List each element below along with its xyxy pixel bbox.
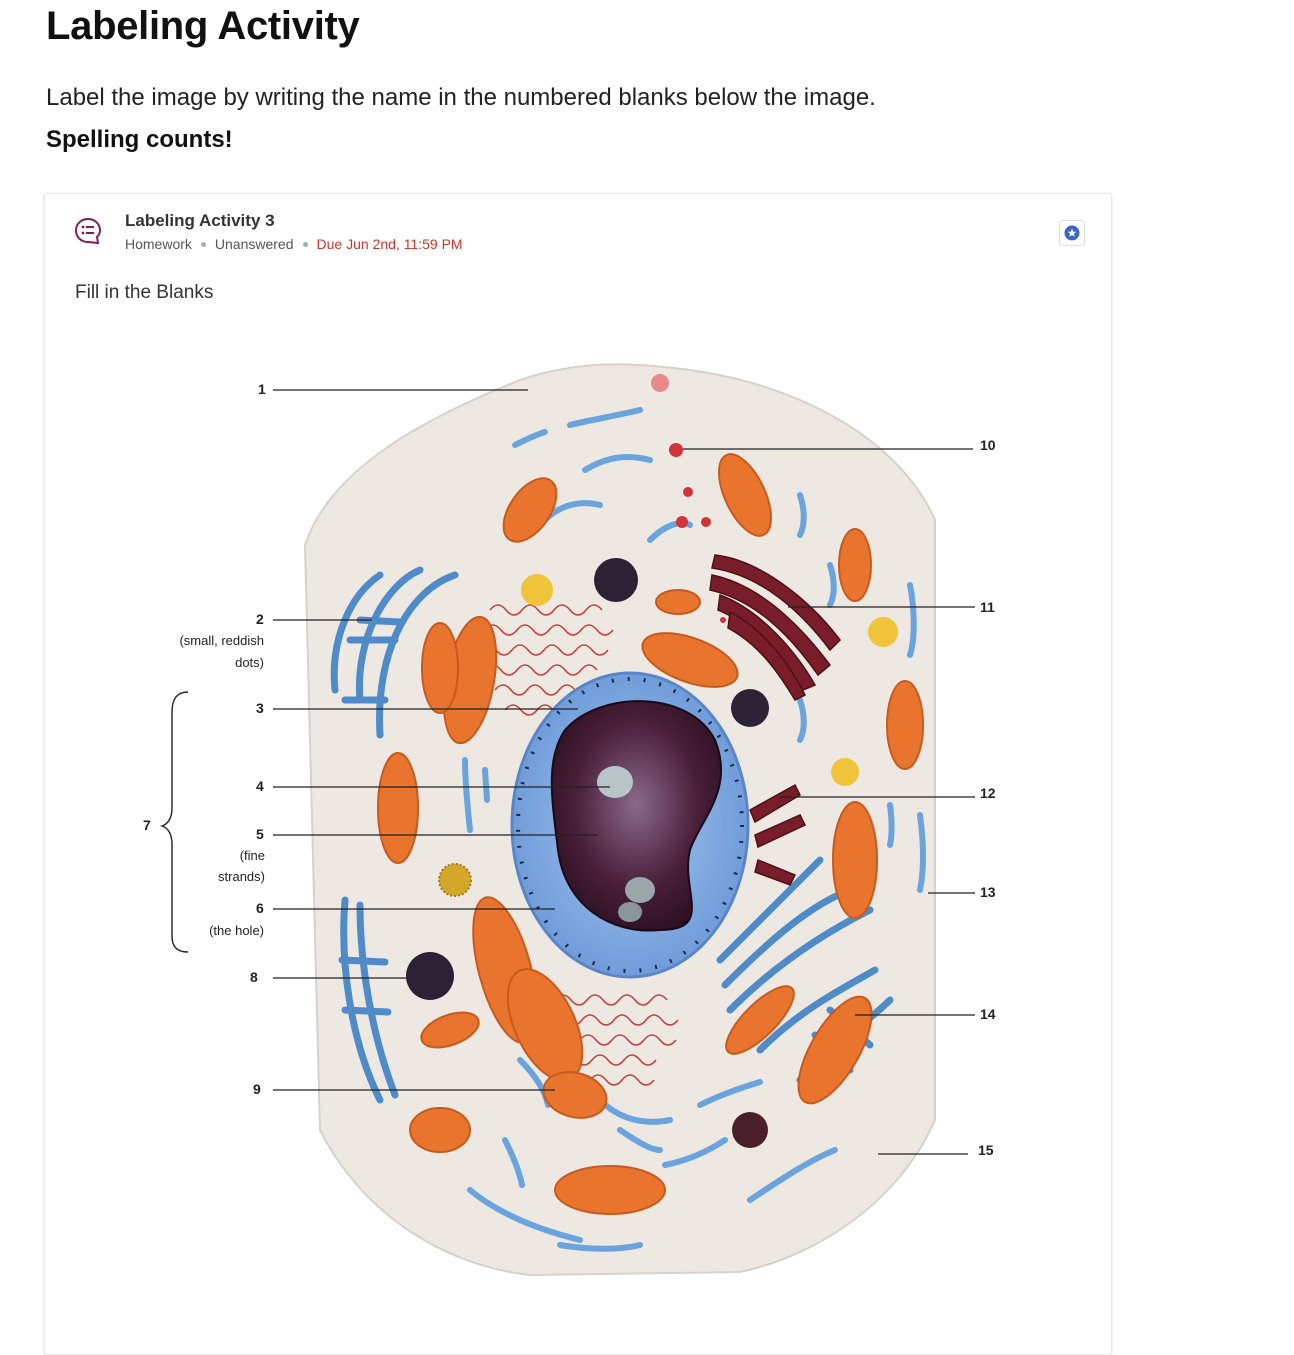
question-meta: Homework Unanswered Due Jun 2nd, 11:59 P… <box>125 236 463 252</box>
mitochondria <box>377 453 924 1215</box>
page-title: Labeling Activity <box>46 4 360 48</box>
spelling-note: Spelling counts! <box>46 126 233 153</box>
label-10: 10 <box>980 437 996 453</box>
label-11: 11 <box>980 599 995 615</box>
label-9: 9 <box>253 1081 261 1097</box>
label-2-note: (small, reddish <box>179 633 264 648</box>
due-date: Due Jun 2nd, 11:59 PM <box>316 236 463 252</box>
vesicles <box>406 558 898 1148</box>
nucleolus <box>597 766 633 798</box>
label-14: 14 <box>980 1006 996 1022</box>
star-icon <box>1064 225 1080 241</box>
label-6: 6 <box>256 900 264 916</box>
label-5: 5 <box>256 826 264 842</box>
label-12: 12 <box>980 785 996 801</box>
label-13: 13 <box>980 884 996 900</box>
smooth-er-fragments <box>462 407 926 1252</box>
endoplasmic-reticulum <box>330 566 894 1104</box>
label-2: 2 <box>256 611 264 627</box>
golgi-apparatus <box>709 554 841 886</box>
label-2-note: dots) <box>235 655 264 670</box>
label-4: 4 <box>256 778 264 794</box>
separator-dot <box>200 241 206 247</box>
question-title[interactable]: Labeling Activity 3 <box>125 211 275 230</box>
label-5-note: (fine <box>240 848 265 863</box>
leader-lines <box>159 389 975 1155</box>
label-6-note: (the hole) <box>209 923 264 938</box>
question-type-label: Fill in the Blanks <box>75 282 214 303</box>
question-category: Homework <box>125 236 192 252</box>
instructions-text: Label the image by writing the name in t… <box>46 84 876 111</box>
nuclear-pores <box>516 677 744 973</box>
label-1: 1 <box>258 381 266 397</box>
nucleoplasm <box>550 700 722 932</box>
question-status: Unanswered <box>214 236 294 252</box>
ribosome-dots <box>651 374 726 623</box>
label-15: 15 <box>978 1142 994 1158</box>
label-3: 3 <box>256 700 264 716</box>
quiz-list-icon <box>74 217 102 245</box>
nucleus <box>510 671 750 979</box>
separator-dot <box>302 241 308 247</box>
label-5-note: strands) <box>218 869 265 884</box>
label-7: 7 <box>143 817 151 833</box>
label-8: 8 <box>250 969 258 985</box>
bookmark-button[interactable] <box>1059 220 1085 246</box>
